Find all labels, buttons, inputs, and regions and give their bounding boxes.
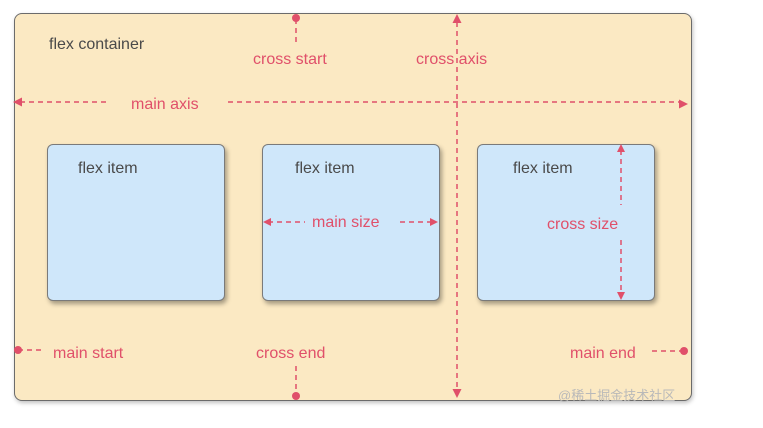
main-end-label: main end (570, 345, 636, 362)
main-start-label: main start (53, 345, 124, 362)
cross-size-arrowhead-top (617, 144, 625, 152)
main-axis-label: main axis (131, 96, 199, 113)
cross-end-dot (292, 392, 300, 400)
flex-container-label: flex container (49, 36, 145, 53)
cross-start-label: cross start (253, 51, 327, 68)
watermark: @稀土掘金技术社区 (558, 388, 676, 403)
main-axis-arrowhead-right (679, 99, 688, 109)
cross-size-arrowhead-bottom (617, 292, 625, 300)
main-start-dot (14, 346, 22, 354)
cross-end-label: cross end (256, 345, 326, 362)
cross-start-dot (292, 14, 300, 22)
cross-axis-label: cross axis (416, 51, 488, 68)
main-end-dot (680, 347, 688, 355)
cross-axis-arrowhead-top (452, 14, 462, 23)
cross-size-label: cross size (547, 216, 619, 234)
main-size-arrowhead-left (263, 218, 271, 226)
flex-item-1 (47, 144, 225, 301)
main-axis-arrowhead-left (13, 97, 22, 107)
flex-item-2-label: flex item (295, 160, 355, 177)
main-size-arrowhead-right (430, 218, 438, 226)
main-size-label: main size (312, 214, 380, 231)
cross-axis-arrowhead-bottom (452, 389, 462, 398)
flex-item-3-label: flex item (513, 160, 573, 177)
flex-item-1-label: flex item (78, 160, 138, 177)
